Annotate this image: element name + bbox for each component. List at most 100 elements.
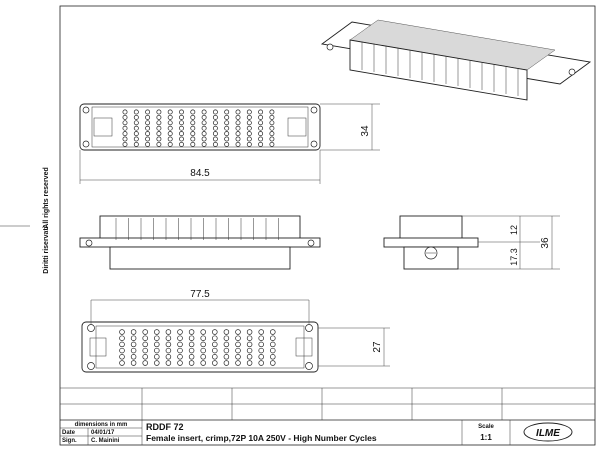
contact-hole [258, 329, 264, 335]
contact-hole [188, 335, 195, 341]
contact-hole [190, 125, 196, 131]
contact-hole [270, 341, 276, 348]
contact-hole [246, 131, 252, 137]
contact-hole [156, 136, 162, 142]
contact-hole [269, 141, 275, 147]
contact-hole [190, 131, 196, 137]
sign-value: C. Mainini [91, 438, 120, 444]
contact-hole [177, 360, 183, 366]
dim-width-bottom: 77.5 [190, 289, 210, 300]
contact-hole [258, 120, 264, 126]
contact-hole [223, 347, 230, 354]
top-view-insert-body [91, 106, 309, 148]
contact-hole [119, 329, 125, 335]
contact-hole [142, 347, 148, 354]
contact-hole [167, 114, 173, 120]
contact-hole [246, 360, 253, 366]
bottom-view-right-latch [295, 337, 313, 357]
contact-hole [122, 120, 128, 126]
contact-hole [133, 125, 139, 131]
contact-hole [130, 347, 137, 354]
contact-hole [119, 335, 125, 341]
contact-hole [156, 131, 162, 137]
contact-hole [165, 335, 172, 341]
contact-hole [258, 341, 264, 348]
contact-hole [133, 120, 139, 126]
contact-hole [154, 360, 160, 366]
rights-reserved-note: All rights reserved [43, 167, 50, 228]
contact-hole [130, 360, 137, 366]
top-view-screw-left [82, 106, 90, 114]
front-view-screw-right [307, 239, 315, 247]
contact-hole [167, 141, 173, 147]
contact-hole [156, 125, 162, 131]
contact-hole [122, 141, 128, 147]
bottom-view-insert-body [95, 325, 305, 369]
contact-hole [179, 109, 184, 115]
contact-hole [119, 360, 125, 366]
contact-hole [201, 109, 207, 115]
units-note: dimensions in mm [75, 422, 128, 428]
contact-hole [119, 341, 125, 348]
contact-hole [235, 341, 241, 348]
contact-hole [179, 131, 184, 137]
contact-hole [223, 341, 230, 348]
contact-hole [200, 354, 206, 360]
contact-hole [177, 341, 183, 348]
contact-hole [165, 347, 172, 354]
bottom-view-screw-left [87, 324, 95, 332]
contact-hole [145, 120, 151, 126]
contact-hole [224, 120, 230, 126]
contact-hole [188, 341, 195, 348]
contact-hole [212, 354, 218, 360]
contact-hole [133, 141, 139, 147]
contact-hole [156, 120, 162, 126]
contact-hole [154, 341, 160, 348]
contact-hole [188, 347, 195, 354]
diritti-riservati-note: Diritti riservati [43, 226, 50, 274]
contact-hole [154, 347, 160, 354]
contact-hole [246, 109, 252, 115]
contact-hole [201, 141, 207, 147]
drawing-frame [59, 5, 596, 446]
contact-hole [224, 114, 230, 120]
contact-hole [145, 114, 151, 120]
scale-value: 1:1 [480, 433, 492, 442]
contact-hole [122, 136, 128, 142]
contact-hole [167, 125, 173, 131]
contact-hole [130, 354, 137, 360]
title-block: dimensions in mm Date 04/01/17 Sign. C. … [60, 387, 595, 445]
top-view-contact-grid [122, 109, 275, 147]
contact-hole [179, 136, 184, 142]
contact-hole [258, 114, 264, 120]
contact-hole [190, 109, 196, 115]
contact-hole [130, 341, 137, 348]
contact-hole [201, 125, 207, 131]
contact-hole [223, 360, 230, 366]
contact-hole [167, 131, 173, 137]
isometric-view [320, 19, 592, 101]
contact-hole [122, 109, 128, 115]
contact-hole [246, 141, 252, 147]
contact-hole [224, 136, 230, 142]
contact-hole [190, 120, 196, 126]
contact-hole [165, 329, 172, 335]
contact-hole [167, 136, 173, 142]
contact-hole [145, 141, 151, 147]
contact-hole [179, 125, 184, 131]
contact-hole [269, 136, 275, 142]
contact-hole [235, 360, 241, 366]
bottom-view-flange [81, 321, 319, 373]
contact-hole [212, 114, 218, 120]
contact-hole [235, 109, 241, 115]
dim-width-top: 84.5 [190, 168, 210, 179]
date-value: 04/01/17 [91, 430, 115, 436]
contact-hole [235, 329, 241, 335]
contact-hole [258, 335, 264, 341]
contact-hole [223, 354, 230, 360]
contact-hole [200, 360, 206, 366]
contact-hole [235, 141, 241, 147]
dim-side-upper: 12 [509, 225, 519, 235]
contact-hole [156, 141, 162, 147]
